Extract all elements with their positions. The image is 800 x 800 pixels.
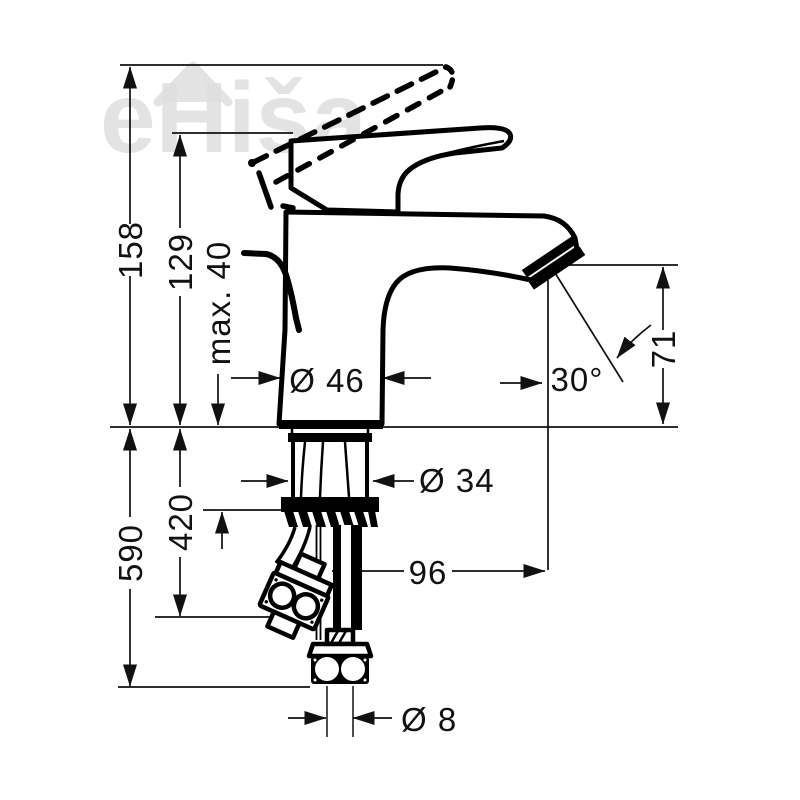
locking-nut (281, 497, 379, 512)
faucet-handle (288, 125, 514, 215)
watermark-house-icon (153, 61, 233, 107)
faucet (241, 64, 586, 737)
label-hose-short: 420 (162, 493, 199, 551)
dimension-lines (123, 66, 670, 725)
label-connector-diameter: Ø 8 (401, 701, 457, 738)
shank-walls (291, 442, 369, 497)
label-max-mounting: max. 40 (200, 241, 237, 365)
aerator (521, 236, 586, 290)
supply-hose-straight (306, 525, 374, 737)
hose-connector-left (257, 551, 335, 641)
base-foot-band (279, 420, 383, 429)
label-base-diameter: Ø 46 (289, 362, 365, 399)
handle-detail-line (402, 139, 505, 177)
shank-flange (288, 433, 372, 442)
label-total-height: 158 (112, 221, 149, 279)
label-body-height: 129 (162, 233, 199, 291)
label-hose-long: 590 (112, 524, 149, 582)
label-aerator-angle: 30° (551, 361, 604, 398)
label-shank-diameter: Ø 34 (419, 462, 495, 499)
supply-hose-left (257, 526, 335, 641)
faucet-body (276, 209, 580, 427)
dimension-labels: 158 129 max. 40 590 420 71 Ø 46 Ø 34 96 … (112, 221, 682, 738)
angle-line (551, 267, 624, 383)
label-spout-height: 71 (645, 330, 682, 369)
dim-max-mounting-thickness (211, 374, 229, 549)
ext-lines-connector (326, 686, 354, 737)
dim-aerator-angle-30 (500, 267, 652, 390)
label-spout-reach: 96 (409, 554, 448, 591)
shank-inner-hoses (299, 441, 351, 498)
hose-connector-bottom (306, 641, 374, 684)
mounting-shank (279, 420, 383, 527)
pull-rod-knob (241, 250, 302, 333)
locking-nut-teeth (284, 511, 378, 527)
faucet-handle-raised-dashed (248, 64, 456, 211)
